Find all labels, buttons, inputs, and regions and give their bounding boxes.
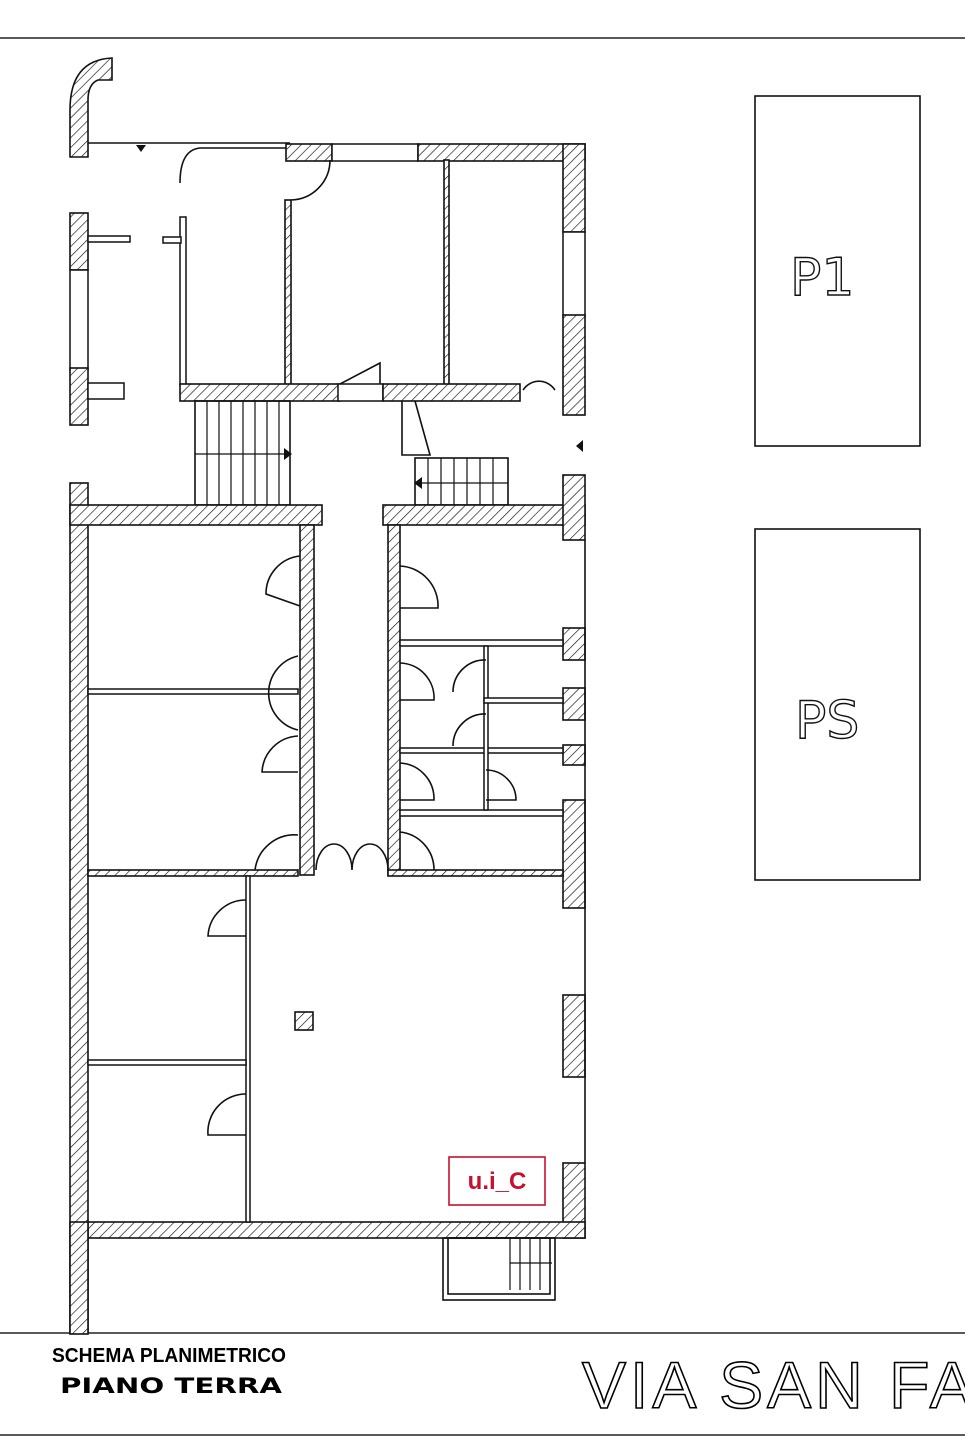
unit-label-text: u.i_C	[468, 1168, 527, 1195]
building-walls	[69, 57, 586, 1335]
schema-title: SCHEMA PLANIMETRICO	[52, 1345, 286, 1367]
parking-p1-label: P1	[790, 248, 854, 308]
parking-ps-label: PS	[795, 691, 859, 751]
unit-label: u.i_C	[448, 1156, 546, 1206]
street-label: VIA SAN FA	[582, 1348, 965, 1422]
floor-title: PIANO TERRA	[60, 1374, 283, 1398]
parking-p1: P1	[754, 95, 921, 447]
parking-ps: PS	[754, 528, 921, 881]
